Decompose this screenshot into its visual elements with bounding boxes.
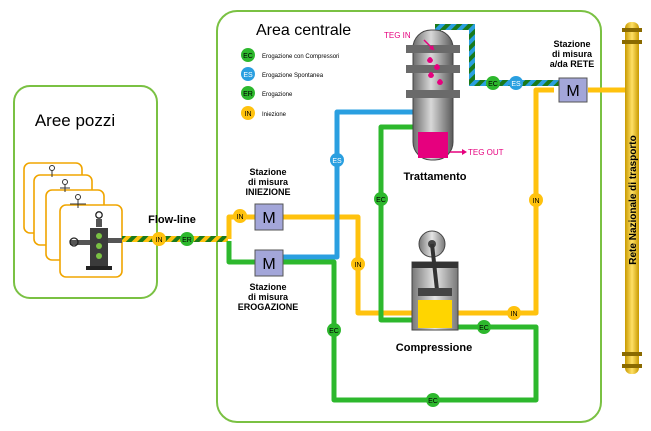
svg-text:IN: IN bbox=[245, 111, 252, 118]
meter-erogazione: M bbox=[254, 249, 284, 277]
svg-text:M: M bbox=[262, 256, 275, 273]
teg-droplets-icon bbox=[427, 57, 443, 85]
svg-text:Erogazione: Erogazione bbox=[262, 92, 293, 98]
legend-item-er: ER Erogazione bbox=[241, 86, 293, 100]
stazione-iniezione-label: Stazione di misura INIEZIONE bbox=[245, 167, 290, 197]
legend-item-in: IN Iniezione bbox=[241, 106, 287, 120]
svg-text:EC: EC bbox=[376, 197, 386, 204]
flow-line-pipe bbox=[122, 236, 228, 242]
badge-in-meter: IN bbox=[233, 209, 247, 223]
badge-es-vertical: ES bbox=[330, 153, 344, 167]
wellhead-icon bbox=[69, 211, 122, 270]
area-centrale-title: Area centrale bbox=[256, 22, 351, 39]
meter-iniezione: M bbox=[254, 203, 284, 231]
rete-nazionale-label: Rete Nazionale di trasporto bbox=[628, 135, 639, 264]
stazione-erogazione-label: Stazione di misura EROGAZIONE bbox=[238, 282, 299, 312]
svg-text:INIEZIONE: INIEZIONE bbox=[245, 187, 290, 197]
compressione-label: Compressione bbox=[396, 342, 472, 354]
spontanea-pipe bbox=[283, 109, 422, 260]
badge-ec-lower: EC bbox=[327, 323, 341, 337]
badge-in-vertical: IN bbox=[351, 257, 365, 271]
compressor: Compressione bbox=[396, 230, 472, 354]
svg-text:IN: IN bbox=[237, 214, 244, 221]
svg-text:IN: IN bbox=[355, 262, 362, 269]
aree-pozzi-panel: Aree pozzi bbox=[13, 85, 158, 299]
svg-text:ER: ER bbox=[243, 91, 253, 98]
teg-in-label: TEG IN bbox=[384, 31, 411, 40]
svg-text:EC: EC bbox=[479, 325, 489, 332]
meter-rete: M bbox=[558, 77, 588, 103]
svg-text:di misura: di misura bbox=[552, 49, 593, 59]
well-card-stack bbox=[23, 162, 123, 278]
svg-text:di misura: di misura bbox=[248, 177, 289, 187]
flow-line-label: Flow-line bbox=[148, 214, 196, 226]
svg-text:ER: ER bbox=[182, 237, 192, 244]
svg-text:IN: IN bbox=[511, 311, 518, 318]
svg-text:EC: EC bbox=[488, 81, 498, 88]
legend: EC Erogazione con Compressori ES Erogazi… bbox=[241, 48, 339, 120]
badge-ec-vertical: EC bbox=[374, 192, 388, 206]
badge-in-comp: IN bbox=[507, 306, 521, 320]
badge-ec-comp: EC bbox=[477, 320, 491, 334]
svg-text:EROGAZIONE: EROGAZIONE bbox=[238, 302, 299, 312]
badge-er-flowline: ER bbox=[180, 232, 194, 246]
svg-text:EC: EC bbox=[428, 398, 438, 405]
svg-text:M: M bbox=[566, 83, 579, 100]
area-centrale-panel: Area centrale bbox=[216, 10, 602, 423]
svg-text:M: M bbox=[262, 210, 275, 227]
teg-out-label: TEG OUT bbox=[468, 148, 504, 157]
rete-nazionale-rail: Rete Nazionale di trasporto bbox=[622, 22, 642, 374]
legend-item-es: ES Erogazione Spontanea bbox=[241, 67, 324, 81]
svg-text:ES: ES bbox=[243, 72, 253, 79]
svg-text:EC: EC bbox=[243, 53, 253, 60]
aree-pozzi-title: Aree pozzi bbox=[35, 111, 115, 130]
svg-text:ES: ES bbox=[332, 158, 342, 165]
svg-text:a/da RETE: a/da RETE bbox=[550, 59, 595, 69]
svg-text:Stazione: Stazione bbox=[553, 39, 590, 49]
svg-text:ES: ES bbox=[511, 81, 521, 88]
svg-text:IN: IN bbox=[156, 237, 163, 244]
svg-text:EC: EC bbox=[329, 328, 339, 335]
svg-text:Stazione: Stazione bbox=[249, 167, 286, 177]
badge-in-flowline: IN bbox=[152, 232, 166, 246]
badge-ec-bottom: EC bbox=[426, 393, 440, 407]
svg-text:Erogazione Spontanea: Erogazione Spontanea bbox=[262, 73, 324, 79]
treatment-column: TEG IN TEG OUT Trattamento bbox=[384, 29, 504, 183]
stazione-rete-label: Stazione di misura a/da RETE bbox=[550, 39, 595, 69]
svg-text:Erogazione con Compressori: Erogazione con Compressori bbox=[262, 54, 339, 60]
svg-text:Stazione: Stazione bbox=[249, 282, 286, 292]
badge-in-right: IN bbox=[529, 193, 543, 207]
badge-ec-top: EC bbox=[486, 76, 500, 90]
legend-item-ec: EC Erogazione con Compressori bbox=[241, 48, 339, 62]
svg-text:di misura: di misura bbox=[248, 292, 289, 302]
trattamento-label: Trattamento bbox=[404, 171, 467, 183]
svg-text:Iniezione: Iniezione bbox=[262, 112, 287, 118]
svg-text:IN: IN bbox=[533, 198, 540, 205]
badge-es-top: ES bbox=[509, 76, 523, 90]
